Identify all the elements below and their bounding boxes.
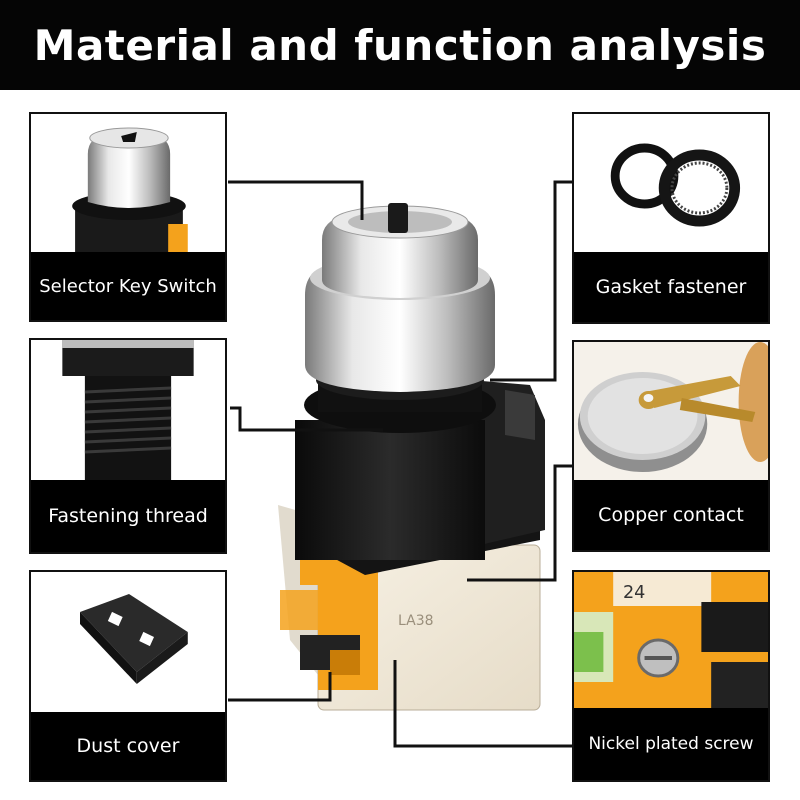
model-print: LA38	[398, 613, 434, 629]
caption-gasket-fastener: Gasket fastener	[574, 252, 768, 322]
panel-fastening-thread: Fastening thread	[29, 338, 227, 554]
connector-thread	[230, 406, 383, 432]
connector-selector	[228, 180, 364, 220]
copper-contact-photo	[574, 342, 768, 480]
bezel-ring	[304, 377, 496, 433]
title-bar: Material and function analysis	[0, 0, 800, 90]
panel-gasket-fastener: Gasket fastener	[572, 112, 770, 324]
caption-fastening-thread: Fastening thread	[31, 480, 225, 552]
caption-copper-contact: Copper contact	[574, 480, 768, 550]
contact-block: LA38	[278, 500, 541, 711]
panel-dust-cover: Dust cover	[29, 570, 227, 782]
page-title: Material and function analysis	[33, 20, 767, 70]
housing	[295, 380, 545, 575]
panel-copper-contact: Copper contact	[572, 340, 770, 552]
gasket-photo	[574, 114, 768, 252]
caption-nickel-plated-screw: Nickel plated screw	[574, 708, 768, 780]
caption-selector-key-switch: Selector Key Switch	[31, 252, 225, 320]
caption-dust-cover: Dust cover	[31, 712, 225, 780]
connector-gasket	[490, 180, 575, 382]
connector-dust	[228, 672, 332, 702]
panel-selector-key-switch: Selector Key Switch	[29, 112, 227, 322]
connector-copper	[467, 464, 575, 582]
connector-screw	[393, 660, 575, 748]
chrome-cap	[305, 203, 495, 392]
selector-switch-photo	[31, 114, 225, 252]
key-slot	[388, 203, 408, 233]
thread-photo	[31, 340, 225, 480]
terminal-number: 24	[623, 582, 645, 603]
dust-cover-photo	[31, 572, 225, 712]
panel-nickel-plated-screw: 24 Nickel plated screw	[572, 570, 770, 782]
screw-photo: 24	[574, 572, 768, 708]
